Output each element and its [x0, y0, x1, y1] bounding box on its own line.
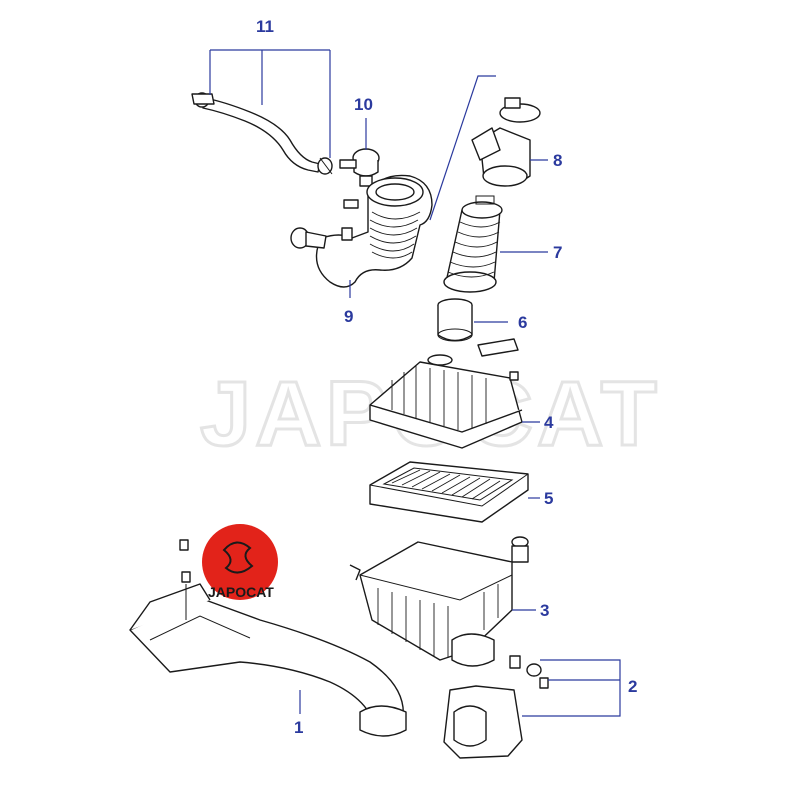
- part-9-intake-duct[interactable]: [290, 174, 433, 288]
- part-6-resonator[interactable]: [437, 298, 519, 357]
- callout-2: 2: [628, 677, 637, 696]
- callout-labels: 11 10 8 7 9 6 4 5 3 2 1: [256, 17, 637, 737]
- part-11-breather-hose[interactable]: [191, 92, 333, 175]
- callout-8: 8: [553, 151, 562, 170]
- leader-lines: [209, 49, 621, 717]
- callout-1: 1: [294, 718, 303, 737]
- part-2-bracket[interactable]: [443, 655, 549, 759]
- callout-3: 3: [540, 601, 549, 620]
- callout-5: 5: [544, 489, 553, 508]
- part-10-fitting[interactable]: [339, 148, 380, 187]
- callout-9: 9: [344, 307, 353, 326]
- japocat-logo: JAPOCAT: [202, 524, 278, 600]
- callout-6: 6: [518, 313, 527, 332]
- logo-emblem-icon: [222, 541, 254, 574]
- part-8-air-flow-sensor[interactable]: [471, 97, 541, 187]
- callout-7: 7: [553, 243, 562, 262]
- callout-11: 11: [256, 17, 274, 36]
- logo-circle: [202, 524, 278, 600]
- callout-10: 10: [354, 95, 373, 114]
- callout-4: 4: [544, 413, 554, 432]
- part-1-inlet-duct[interactable]: [129, 539, 407, 737]
- part-5-air-filter[interactable]: [369, 461, 529, 523]
- part-7-flex-hose[interactable]: [443, 195, 503, 293]
- part-3-lower-case[interactable]: [349, 536, 529, 667]
- logo-text: JAPOCAT: [208, 584, 274, 600]
